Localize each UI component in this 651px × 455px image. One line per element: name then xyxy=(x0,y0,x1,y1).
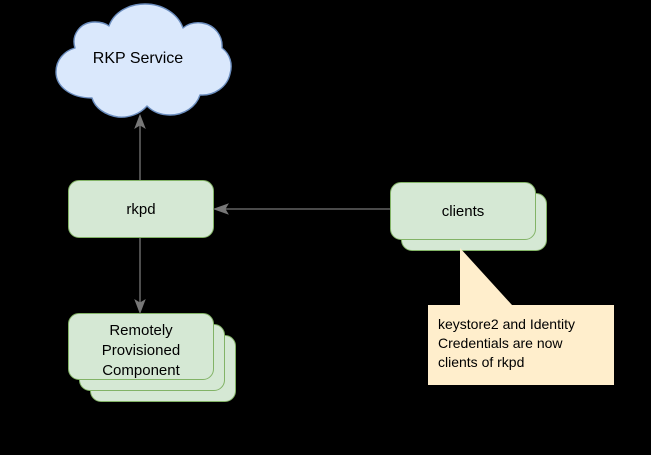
node-rkp-service-label: RKP Service xyxy=(92,50,184,67)
node-clients-label: clients xyxy=(441,203,485,220)
node-clients[interactable]: clients xyxy=(390,182,536,240)
node-rkp-service[interactable]: RKP Service xyxy=(42,2,234,120)
callout-pointer xyxy=(460,248,512,305)
node-remotely-provisioned-component[interactable]: Remotely Provisioned Component xyxy=(68,313,214,380)
node-rkpd-label: rkpd xyxy=(126,201,156,218)
cloud-shape xyxy=(55,3,232,118)
edge-clients-to-rkpd[interactable] xyxy=(212,203,390,215)
callout-text: keystore2 and Identity Credentials are n… xyxy=(438,316,575,370)
node-rkpd[interactable]: rkpd xyxy=(68,180,214,238)
edge-rkpd-to-rpc[interactable] xyxy=(134,238,146,315)
edge-rkpd-to-rkp-service[interactable] xyxy=(134,113,146,180)
node-remotely-provisioned-component-stack[interactable]: Remotely Provisioned Component xyxy=(68,313,238,403)
callout-box[interactable]: keystore2 and Identity Credentials are n… xyxy=(428,305,614,385)
node-remotely-provisioned-component-label: Remotely Provisioned Component xyxy=(101,322,181,379)
node-clients-stack[interactable]: clients xyxy=(390,182,550,251)
